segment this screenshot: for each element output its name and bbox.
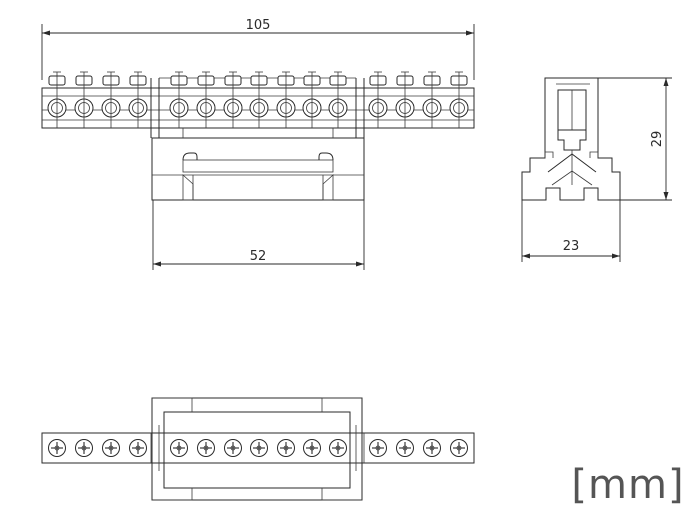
terminal-screw-top xyxy=(129,439,147,457)
terminal-screw-top xyxy=(197,439,215,457)
terminal-screw-top xyxy=(250,439,268,457)
front-view: 105 xyxy=(41,18,475,270)
terminal-screw-front xyxy=(302,71,322,128)
terminal-screw-front xyxy=(169,71,189,128)
terminal-screw-front xyxy=(395,71,415,128)
terminal-screw-top xyxy=(102,439,120,457)
terminal-screw-top xyxy=(303,439,321,457)
terminal-screw-top xyxy=(277,439,295,457)
terminal-screw-top xyxy=(48,439,66,457)
top-terminals xyxy=(48,439,468,457)
terminal-screw-front xyxy=(328,71,348,128)
dimension-label-52: 52 xyxy=(250,249,267,264)
terminal-screw-front xyxy=(128,71,148,128)
terminal-screw-front xyxy=(422,71,442,128)
terminal-screw-front xyxy=(249,71,269,128)
terminal-screw-front xyxy=(223,71,243,128)
terminal-screw-top xyxy=(396,439,414,457)
units-label: [mm] xyxy=(571,462,684,508)
din-clip-front xyxy=(151,128,365,201)
terminal-screw-front xyxy=(276,71,296,128)
dimension-din-clip-width: 52 xyxy=(152,200,365,270)
terminal-screw-front xyxy=(47,71,67,128)
terminal-screw-top xyxy=(170,439,188,457)
terminal-screw-top xyxy=(75,439,93,457)
terminal-screw-front xyxy=(196,71,216,128)
terminal-screw-front xyxy=(101,71,121,128)
terminal-screw-top xyxy=(224,439,242,457)
terminal-screw-top xyxy=(423,439,441,457)
terminal-screw-top xyxy=(450,439,468,457)
terminal-screw-front xyxy=(368,71,388,128)
terminal-screw-top xyxy=(369,439,387,457)
terminal-screw-front xyxy=(449,71,469,128)
top-view xyxy=(41,397,475,501)
dimension-label-23: 23 xyxy=(563,239,580,254)
front-terminals xyxy=(47,71,469,128)
side-view: 29 23 xyxy=(521,77,672,262)
dimension-label-105: 105 xyxy=(246,18,271,33)
dimension-side-height: 29 xyxy=(598,77,672,201)
dimension-label-29: 29 xyxy=(650,131,665,148)
terminal-screw-front xyxy=(74,71,94,128)
dimension-overall-length: 105 xyxy=(41,18,475,80)
dimension-side-width: 23 xyxy=(521,200,621,262)
terminal-screw-top xyxy=(329,439,347,457)
